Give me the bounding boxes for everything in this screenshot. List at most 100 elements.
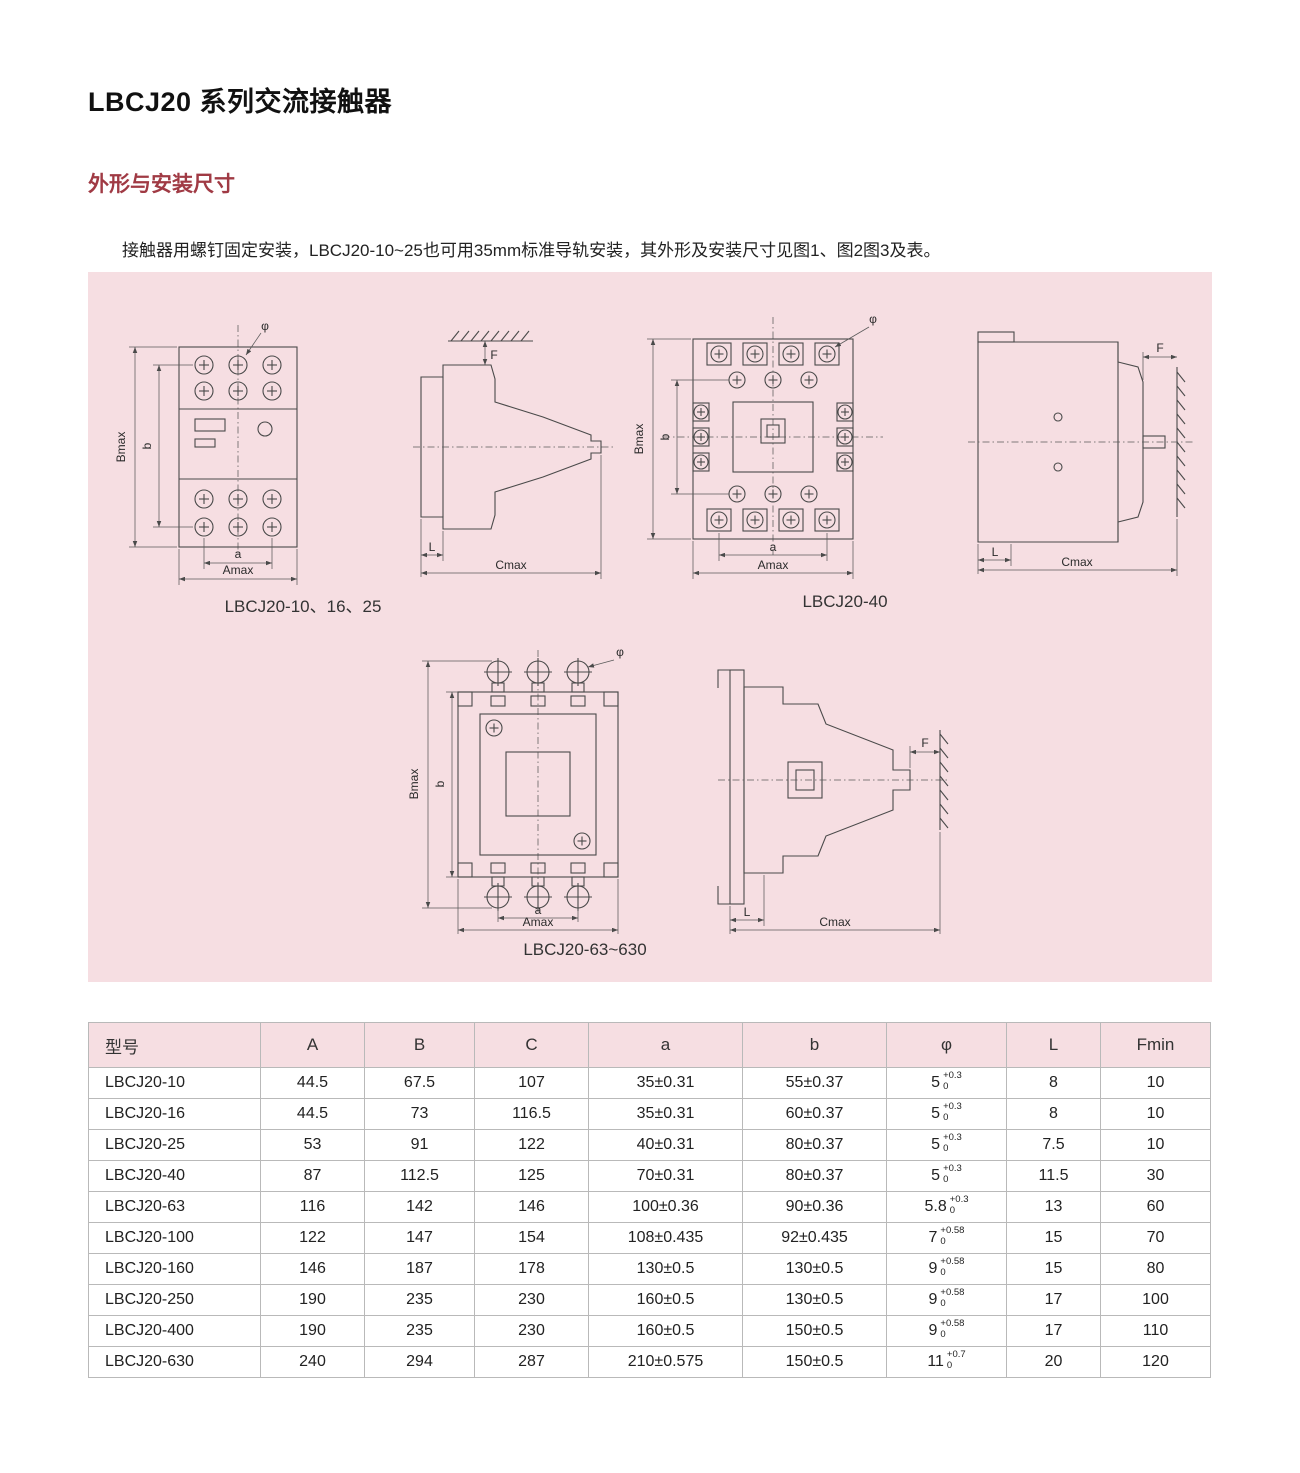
col-header-phi: φ bbox=[886, 1022, 1007, 1068]
fig3-front-drawing: Bmax b a Amax φ bbox=[407, 645, 624, 934]
cell-C: 287 bbox=[474, 1346, 589, 1378]
cell-model: LBCJ20-250 bbox=[88, 1284, 261, 1316]
cell-L: 17 bbox=[1006, 1284, 1101, 1316]
cell-a: 210±0.575 bbox=[588, 1346, 743, 1378]
col-header-b: b bbox=[742, 1022, 887, 1068]
dimensions: Bmax b a Amax φ bbox=[114, 319, 298, 585]
cell-B: 142 bbox=[364, 1191, 475, 1223]
cell-L: 15 bbox=[1006, 1253, 1101, 1285]
col-header-B: B bbox=[364, 1022, 475, 1068]
dim-label-f: F bbox=[921, 736, 928, 750]
cell-model: LBCJ20-25 bbox=[88, 1129, 261, 1161]
figures-panel: Bmax b a Amax φ bbox=[88, 272, 1212, 982]
contactor-front-body bbox=[178, 346, 298, 548]
cell-C: 230 bbox=[474, 1284, 589, 1316]
table-header-row: 型号 A B C a b φ L Fmin bbox=[88, 1022, 1211, 1068]
cell-model: LBCJ20-400 bbox=[88, 1315, 261, 1347]
cell-a: 100±0.36 bbox=[588, 1191, 743, 1223]
dim-label-a: a bbox=[770, 540, 777, 554]
cell-C: 122 bbox=[474, 1129, 589, 1161]
cell-L: 15 bbox=[1006, 1222, 1101, 1254]
cell-a: 35±0.31 bbox=[588, 1067, 743, 1099]
cell-B: 67.5 bbox=[364, 1067, 475, 1099]
cell-C: 146 bbox=[474, 1191, 589, 1223]
cell-A: 190 bbox=[260, 1315, 365, 1347]
cell-B: 235 bbox=[364, 1315, 475, 1347]
dimensions: F L Cmax bbox=[729, 736, 941, 934]
dim-label-phi: φ bbox=[261, 319, 269, 333]
cell-L: 8 bbox=[1006, 1067, 1101, 1099]
cell-B: 91 bbox=[364, 1129, 475, 1161]
cell-Fmin: 70 bbox=[1100, 1222, 1211, 1254]
dim-label-l: L bbox=[744, 905, 751, 919]
cell-b: 130±0.5 bbox=[742, 1253, 887, 1285]
cell-C: 116.5 bbox=[474, 1098, 589, 1130]
cell-Fmin: 10 bbox=[1100, 1129, 1211, 1161]
cell-b: 55±0.37 bbox=[742, 1067, 887, 1099]
col-header-Fmin: Fmin bbox=[1100, 1022, 1211, 1068]
cell-L: 20 bbox=[1006, 1346, 1101, 1378]
dim-label-cmax: Cmax bbox=[495, 558, 526, 572]
cell-A: 53 bbox=[260, 1129, 365, 1161]
cell-b: 130±0.5 bbox=[742, 1284, 887, 1316]
dim-label-f: F bbox=[1156, 341, 1163, 355]
fig1-front-drawing: Bmax b a Amax φ bbox=[114, 319, 298, 585]
fig1-side-drawing: F L Cmax bbox=[413, 330, 613, 579]
cell-L: 17 bbox=[1006, 1315, 1101, 1347]
dim-label-b: b bbox=[658, 433, 672, 440]
cell-L: 7.5 bbox=[1006, 1129, 1101, 1161]
dimensions: F L Cmax bbox=[977, 341, 1178, 576]
contactor-side-body bbox=[743, 686, 911, 874]
cell-A: 87 bbox=[260, 1160, 365, 1192]
cell-C: 178 bbox=[474, 1253, 589, 1285]
dim-label-phi: φ bbox=[616, 645, 624, 659]
cell-B: 147 bbox=[364, 1222, 475, 1254]
fig3-side-drawing: F L Cmax bbox=[717, 669, 950, 934]
mounting-surface-hatch bbox=[448, 330, 533, 342]
cell-A: 146 bbox=[260, 1253, 365, 1285]
dim-label-bmax: Bmax bbox=[632, 424, 646, 455]
cell-A: 240 bbox=[260, 1346, 365, 1378]
cell-B: 73 bbox=[364, 1098, 475, 1130]
page-title: LBCJ20 系列交流接触器 bbox=[88, 87, 393, 117]
contactor-side-body bbox=[977, 331, 1166, 543]
centerlines bbox=[663, 317, 883, 555]
cell-a: 160±0.5 bbox=[588, 1284, 743, 1316]
cell-C: 125 bbox=[474, 1160, 589, 1192]
fig3-caption: LBCJ20-63~630 bbox=[523, 940, 647, 959]
cell-B: 112.5 bbox=[364, 1160, 475, 1192]
cell-b: 150±0.5 bbox=[742, 1315, 887, 1347]
cell-model: LBCJ20-10 bbox=[88, 1067, 261, 1099]
cell-A: 116 bbox=[260, 1191, 365, 1223]
dimensions: Bmax b a Amax φ bbox=[632, 312, 877, 579]
cell-A: 122 bbox=[260, 1222, 365, 1254]
cell-model: LBCJ20-160 bbox=[88, 1253, 261, 1285]
fig2-front-drawing: Bmax b a Amax φ bbox=[632, 312, 883, 579]
col-header-a: a bbox=[588, 1022, 743, 1068]
cell-a: 108±0.435 bbox=[588, 1222, 743, 1254]
dim-label-b: b bbox=[140, 442, 154, 449]
section-heading: 外形与安装尺寸 bbox=[88, 173, 235, 196]
cell-b: 80±0.37 bbox=[742, 1160, 887, 1192]
col-header-A: A bbox=[260, 1022, 365, 1068]
cell-B: 187 bbox=[364, 1253, 475, 1285]
col-header-C: C bbox=[474, 1022, 589, 1068]
dim-label-l: L bbox=[429, 540, 436, 554]
dim-label-phi: φ bbox=[869, 312, 877, 326]
cell-Fmin: 30 bbox=[1100, 1160, 1211, 1192]
dim-label-l: L bbox=[992, 545, 999, 559]
cell-b: 90±0.36 bbox=[742, 1191, 887, 1223]
cell-A: 44.5 bbox=[260, 1067, 365, 1099]
